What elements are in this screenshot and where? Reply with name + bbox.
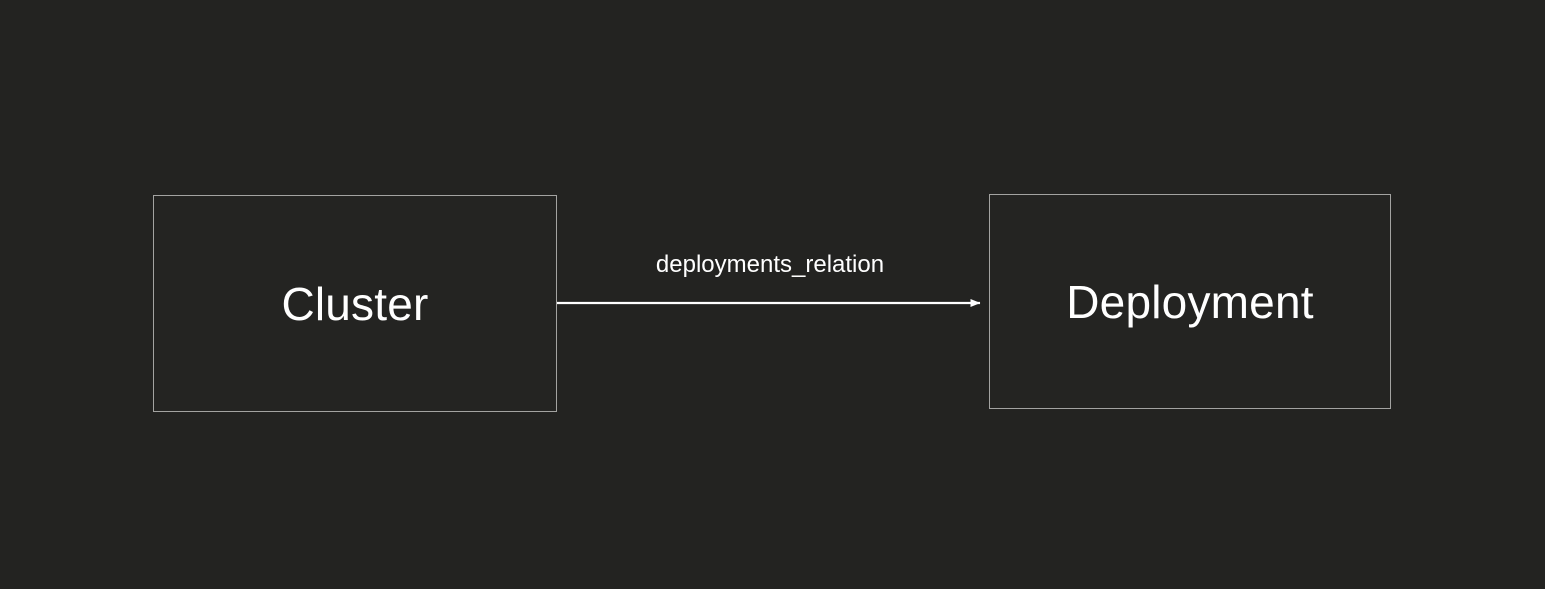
- edge-label-deployments-relation: deployments_relation: [655, 251, 885, 278]
- node-label: Cluster: [281, 277, 429, 330]
- diagram-node-cluster[interactable]: Cluster: [153, 195, 557, 412]
- diagram-node-deployment[interactable]: Deployment: [989, 194, 1391, 409]
- node-label: Deployment: [1066, 275, 1314, 328]
